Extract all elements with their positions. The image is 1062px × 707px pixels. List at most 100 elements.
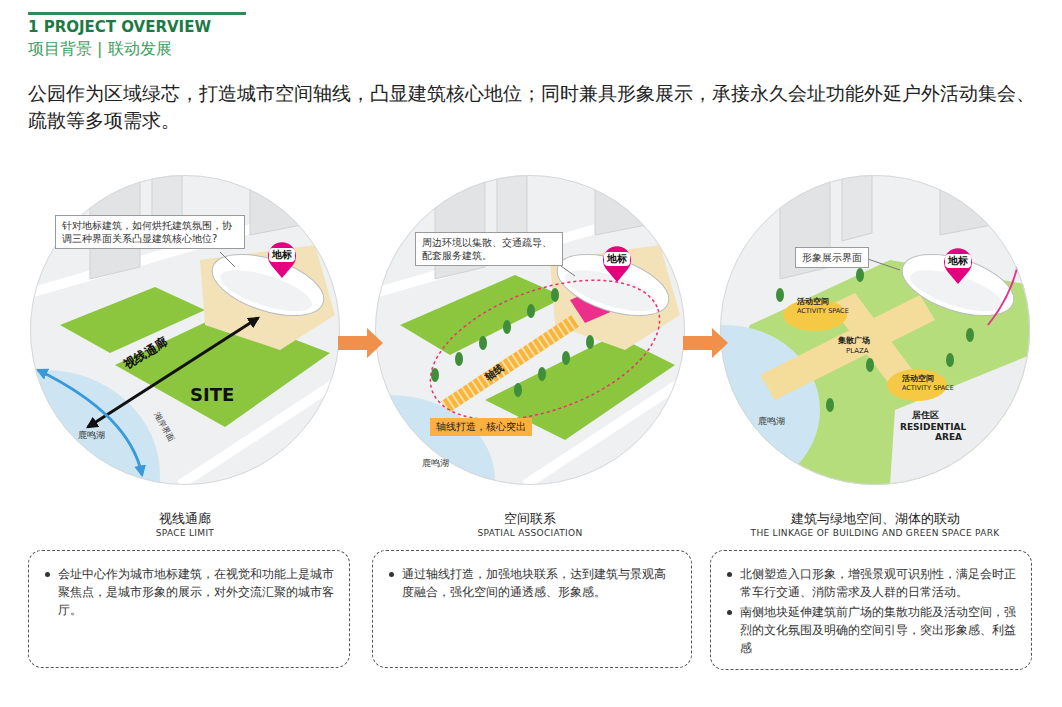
caption-group: 视线通廊SPACE LIMIT — [0, 510, 385, 539]
area-label: 居住区 — [912, 410, 939, 420]
scene-circle: 空间联系SPATIAL ASSOCIATION周边环境以集散、交通疏导、配套服务… — [375, 175, 685, 485]
scene-three-content-part — [940, 175, 1012, 235]
callout-box: 轴线打造，核心突出 — [430, 418, 532, 436]
caption-title: 视线通廊 — [0, 510, 385, 527]
scene-two-content-part — [561, 266, 575, 276]
scene-two-part — [376, 176, 685, 485]
pin-label: 地标 — [597, 252, 637, 266]
description-text: 会址中心作为城市地标建筑，在视觉和功能上是城市聚焦点，是城市形象的展示，对外交流… — [58, 565, 335, 619]
scene-three-content-part — [720, 260, 1030, 485]
description-box: 北侧塑造入口形象，增强景观可识别性，满足会时正常车行交通、消防需求及人群的日常活… — [710, 550, 1032, 670]
scene-two-content-part — [445, 321, 575, 407]
landmark-pin: 地标 — [262, 241, 302, 279]
caption-title: 建筑与绿地空间、湖体的联动 — [675, 510, 1062, 527]
tree-group-part — [966, 328, 974, 342]
bullet-dot — [389, 572, 394, 577]
caption-subtitle: SPATIAL ASSOCIATION — [330, 527, 730, 539]
bullet-dot — [45, 572, 50, 577]
scene-two-content-part — [412, 253, 679, 448]
callout-text: 形象展示界面 — [802, 251, 862, 264]
scene-two-content — [285, 175, 685, 565]
pin-shape — [603, 246, 631, 282]
callout-text: 轴线打造，核心突出 — [436, 420, 526, 434]
scene-two-content-part — [550, 242, 676, 327]
scene-three-content-part — [988, 235, 1022, 325]
bullet-row: 会址中心作为城市地标建筑，在视觉和功能上是城市聚焦点，是城市形象的展示，对外交流… — [43, 565, 335, 619]
tree-group-part — [866, 358, 874, 372]
page-title: 公园作为区域绿芯，打造城市空间轴线，凸显建筑核心地位；同时兼具形象展示，承接永久… — [28, 80, 1043, 134]
scene-three-content-part — [630, 325, 820, 495]
tree-row-part — [551, 288, 559, 302]
tree-row-part — [527, 304, 535, 318]
scene-one-content-part — [0, 370, 160, 580]
caption-group: 空间联系SPATIAL ASSOCIATION — [330, 510, 730, 539]
tree-row-part — [479, 336, 487, 350]
scene-one-content-part-part — [205, 242, 331, 327]
site-label: SITE — [190, 385, 234, 406]
pin-shape — [944, 248, 972, 284]
bullet-row: 通过轴线打造，加强地块联系，达到建筑与景观高度融合，强化空间的通透感、形象感。 — [387, 565, 677, 601]
bullet-dot — [727, 610, 732, 615]
tree-group-part — [856, 268, 864, 282]
landmark-pin: 地标 — [938, 247, 978, 285]
pin-shape — [268, 242, 296, 278]
bullet-dot — [727, 572, 732, 577]
scene-circle: 视线通廊SPACE LIMIT针对地标建筑，如何烘托建筑氛围，协调三种界面关系凸… — [30, 175, 340, 485]
scene-three-part — [721, 176, 1030, 485]
tree-row-part — [514, 383, 522, 397]
scene-two — [285, 175, 685, 565]
description-text: 南侧地块延伸建筑前广场的集散功能及活动空间，强烈的文化氛围及明确的空间引导，突出… — [740, 603, 1017, 657]
tree-group-part — [776, 288, 784, 302]
tree-row-part — [431, 368, 439, 382]
bullet-row: 北侧塑造入口形象，增强景观可识别性，满足会时正常车行交通、消防需求及人群的日常活… — [725, 565, 1017, 601]
section-heading: 1 PROJECT OVERVIEW — [28, 19, 211, 36]
description-text: 通过轴线打造，加强地块联系，达到建筑与景观高度融合，强化空间的通透感、形象感。 — [402, 565, 677, 601]
scene-three-content — [630, 175, 1030, 495]
scene-two-content-part — [445, 321, 575, 407]
caption-group: 建筑与绿地空间、湖体的联动THE LINKAGE OF BUILDING AND… — [675, 510, 1062, 539]
scene-circle: 建筑与绿地空间、湖体的联动THE LINKAGE OF BUILDING AND… — [720, 175, 1030, 485]
scene-one-content-part — [88, 318, 258, 427]
landmark-pin: 地标 — [597, 245, 637, 283]
area-label-en: ACTIVITY SPACE — [902, 385, 954, 392]
caption-title: 空间联系 — [330, 510, 730, 527]
block-arrow — [338, 328, 383, 358]
area-label: 活动空间 — [902, 374, 934, 383]
scene-three-content-part — [895, 242, 1021, 327]
scene-one-content-part — [38, 370, 142, 475]
area-label: 活动空间 — [797, 297, 829, 306]
tree-row-part — [455, 352, 463, 366]
header-rule — [28, 12, 246, 15]
area-label-en: RESIDENTIAL AREA — [900, 422, 962, 443]
tree-group-part — [946, 353, 954, 367]
lake-label: 鹿鸣湖 — [758, 416, 785, 426]
scene-one-content-part — [205, 242, 331, 327]
scene-one-content-part — [220, 252, 235, 267]
tree-row-part — [538, 367, 546, 381]
lake-label: 鹿鸣湖 — [422, 458, 449, 468]
scene-one-content-part — [250, 175, 322, 235]
tree-row-part — [586, 335, 594, 349]
callout-box: 周边环境以集散、交通疏导、配套服务建筑。 — [415, 232, 563, 266]
scene-two-content-part — [595, 175, 667, 235]
callout-text: 周边环境以集散、交通疏导、配套服务建筑。 — [422, 236, 556, 262]
callout-box: 针对地标建筑，如何烘托建筑氛围，协调三种界面关系凸显建筑核心地位? — [55, 215, 245, 249]
scene-three-content-part — [890, 355, 1030, 485]
scene-three-content-part — [988, 375, 1026, 467]
section-subheading: 项目背景 | 联动发展 — [28, 40, 172, 58]
scene-one-part — [31, 176, 340, 485]
scene-three — [630, 175, 1030, 495]
scene-three-content-part — [842, 175, 872, 241]
area-label-en: ACTIVITY SPACE — [797, 308, 849, 315]
lake-label: 鹿鸣湖 — [78, 430, 105, 440]
area-label-en: PLAZA — [846, 347, 869, 355]
tree-row — [431, 288, 594, 397]
caption-subtitle: SPACE LIMIT — [0, 527, 385, 539]
description-box: 会址中心作为城市地标建筑，在视觉和功能上是城市聚焦点，是城市形象的展示，对外交流… — [28, 550, 350, 668]
scene-two-content-part-part — [550, 242, 676, 327]
area-label: 集散广场 — [838, 336, 870, 345]
pin-label: 地标 — [262, 248, 302, 262]
description-text: 北侧塑造入口形象，增强景观可识别性，满足会时正常车行交通、消防需求及人群的日常活… — [740, 565, 1017, 601]
callout-text: 针对地标建筑，如何烘托建筑氛围，协调三种界面关系凸显建筑核心地位? — [62, 219, 238, 245]
